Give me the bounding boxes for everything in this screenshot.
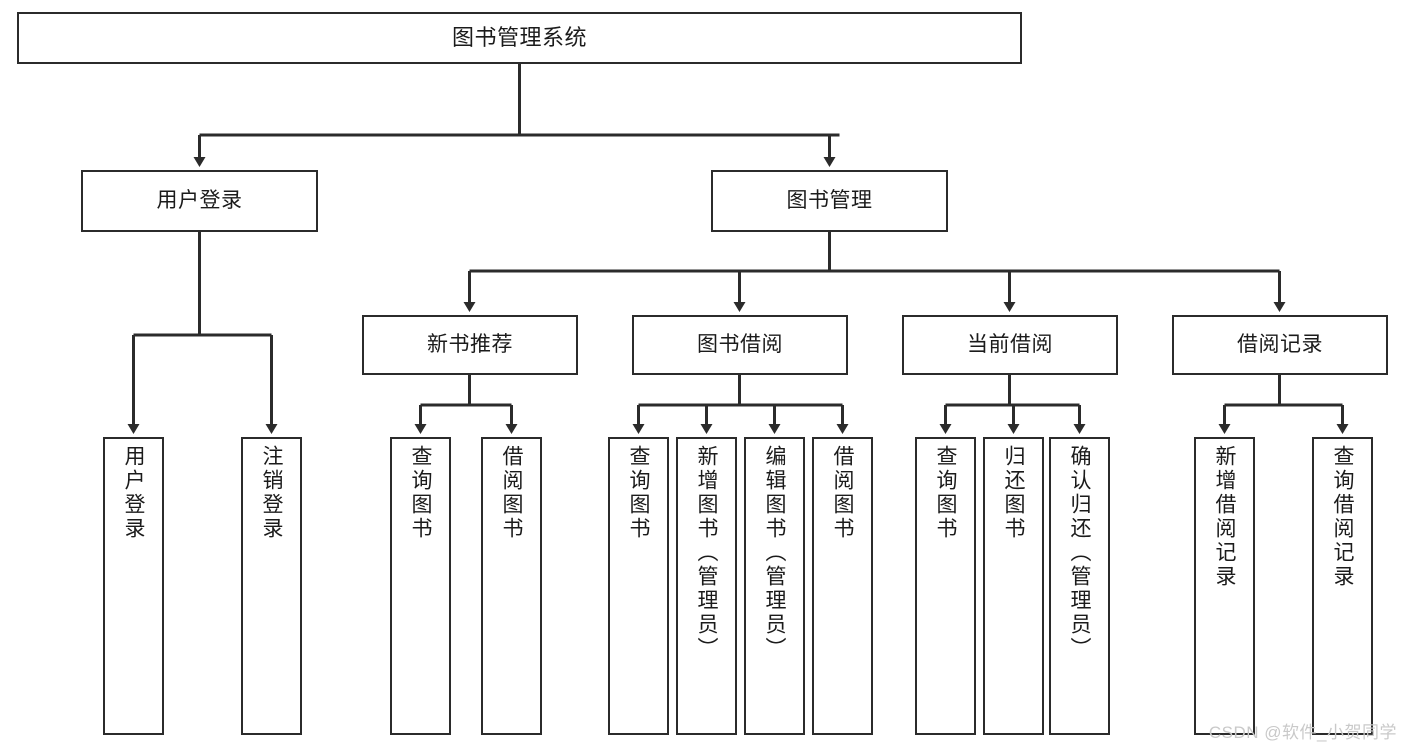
node-root[interactable]: 图书管理系统: [17, 12, 1022, 64]
node-level3[interactable]: 图书借阅: [632, 315, 848, 375]
node-leaf[interactable]: 查询借阅记录: [1312, 437, 1373, 735]
node-level3-label: 借阅记录: [1237, 332, 1323, 356]
node-leaf[interactable]: 注销登录: [241, 437, 302, 735]
node-level3-label: 当前借阅: [967, 332, 1053, 356]
node-leaf-label: 借阅图书: [831, 445, 854, 541]
node-leaf-label: 新增借阅记录: [1213, 445, 1236, 589]
node-level3-label: 图书借阅: [697, 332, 783, 356]
node-level2[interactable]: 图书管理: [711, 170, 948, 232]
node-leaf-label: 注销登录: [260, 445, 283, 541]
node-level2-label: 图书管理: [786, 188, 873, 212]
node-leaf[interactable]: 编辑图书（管理员）: [744, 437, 805, 735]
node-leaf[interactable]: 查询图书: [608, 437, 669, 735]
node-leaf-label: 新增图书（管理员）: [695, 445, 718, 661]
node-leaf-label: 用户登录: [122, 445, 145, 541]
node-leaf-label: 查询图书: [627, 445, 650, 541]
node-level3[interactable]: 当前借阅: [902, 315, 1118, 375]
node-leaf-label: 查询借阅记录: [1331, 445, 1354, 589]
node-leaf-label: 确认归还（管理员）: [1068, 445, 1091, 661]
node-leaf-label: 借阅图书: [500, 445, 523, 541]
node-level3[interactable]: 借阅记录: [1172, 315, 1388, 375]
node-leaf[interactable]: 确认归还（管理员）: [1049, 437, 1110, 735]
csdn-watermark: CSDN @软件_小贺同学: [1208, 723, 1397, 742]
node-leaf[interactable]: 查询图书: [915, 437, 976, 735]
node-leaf-label: 查询图书: [409, 445, 432, 541]
node-leaf[interactable]: 归还图书: [983, 437, 1044, 735]
node-leaf-label: 编辑图书（管理员）: [763, 445, 786, 661]
node-leaf[interactable]: 借阅图书: [481, 437, 542, 735]
node-level3[interactable]: 新书推荐: [362, 315, 578, 375]
node-level3-label: 新书推荐: [427, 332, 513, 356]
node-root-label: 图书管理系统: [451, 25, 587, 51]
node-leaf[interactable]: 借阅图书: [812, 437, 873, 735]
node-level2-label: 用户登录: [156, 188, 243, 212]
node-leaf-label: 归还图书: [1002, 445, 1025, 541]
node-leaf-label: 查询图书: [934, 445, 957, 541]
node-leaf[interactable]: 新增借阅记录: [1194, 437, 1255, 735]
node-leaf[interactable]: 用户登录: [103, 437, 164, 735]
node-leaf[interactable]: 查询图书: [390, 437, 451, 735]
node-leaf[interactable]: 新增图书（管理员）: [676, 437, 737, 735]
node-level2[interactable]: 用户登录: [81, 170, 318, 232]
